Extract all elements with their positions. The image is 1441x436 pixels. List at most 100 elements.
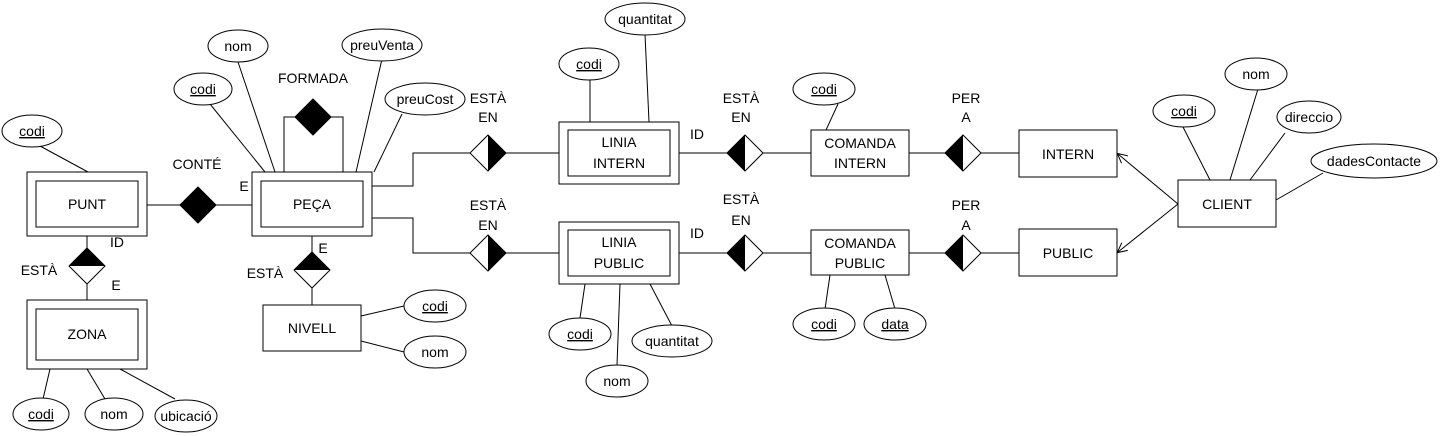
attribute-peca-preu-venta-label: preuVenta [350,37,414,53]
relationship-comanda-intern-esta-en[interactable] [726,134,764,172]
attribute-comanda-public-data-label: data [881,316,908,332]
entity-linia-intern-label-line1: LINIA [601,134,637,150]
relationship-intern-esta-en[interactable] [469,134,507,172]
relationship-punt-zona-esta[interactable] [68,247,106,285]
attribute-client-dades-contacte[interactable]: dadesContacte [1310,143,1438,179]
relationship-public-esta-en-label-2: EN [478,217,497,233]
attribute-client-nom[interactable]: nom [1224,57,1288,91]
entity-intern[interactable]: INTERN [1018,129,1118,178]
attribute-peca-codi-label: codi [190,81,216,97]
connector-lines [39,33,1324,400]
entity-zona[interactable]: ZONA [26,299,148,370]
attribute-zona-nom[interactable]: nom [84,397,144,431]
attribute-comanda-public-codi[interactable]: codi [792,307,856,341]
relationship-intern-esta-en-label-1: ESTÀ [470,90,507,106]
entity-comanda-public-label-line1: COMANDA [824,235,896,251]
relationship-per-a-public-label-1: PER [952,197,981,213]
attribute-client-dades-contacte-label: dadesContacte [1327,153,1421,169]
relationship-per-a-intern-label-1: PER [952,90,981,106]
attribute-zona-nom-label: nom [100,406,127,422]
attribute-linia-intern-codi-label: codi [576,56,602,72]
entity-linia-intern[interactable]: LINIA INTERN [558,121,680,185]
entity-nivell[interactable]: NIVELL [262,304,362,352]
relationship-formada-label: FORMADA [278,70,349,86]
attribute-peca-codi[interactable]: codi [173,72,233,106]
attribute-client-direccio-label: direccio [1285,109,1333,125]
attribute-nivell-codi[interactable]: codi [403,289,467,323]
entity-comanda-public[interactable]: COMANDA PUBLIC [810,229,910,276]
attribute-nivell-codi-label: codi [422,298,448,314]
relationship-formada[interactable] [294,98,332,136]
entity-public[interactable]: PUBLIC [1018,228,1118,277]
entity-public-label: PUBLIC [1043,245,1094,261]
attribute-peca-preu-cost-label: preuCost [397,91,454,107]
attribute-zona-codi[interactable]: codi [12,397,70,431]
entity-zona-label: ZONA [68,326,108,342]
entity-punt-label: PUNT [68,196,107,212]
attribute-comanda-intern-codi[interactable]: codi [792,72,856,106]
attribute-punt-codi-label: codi [19,123,45,139]
attribute-linia-public-codi-label: codi [567,326,593,342]
attribute-comanda-public-codi-label: codi [811,316,837,332]
attribute-linia-public-quantitat-label: quantitat [645,333,699,349]
relationship-comanda-intern-esta-en-label-2: EN [731,109,750,125]
attribute-comanda-public-data[interactable]: data [863,307,927,341]
relationship-per-a-intern[interactable] [944,134,982,172]
attribute-client-codi[interactable]: codi [1152,94,1216,128]
relationship-comanda-public-esta-en[interactable] [726,234,764,272]
attribute-linia-public-nom-label: nom [603,373,630,389]
relationship-per-a-public-label-2: A [961,217,971,233]
entity-comanda-public-label-line2: PUBLIC [835,255,886,271]
entity-linia-intern-label-line2: INTERN [593,155,645,171]
attribute-linia-public-quantitat[interactable]: quantitat [631,324,713,358]
attribute-punt-codi[interactable]: codi [1,114,63,148]
relationship-comanda-public-esta-en-label-2: EN [731,212,750,228]
attribute-linia-public-codi[interactable]: codi [548,317,612,351]
entity-nivell-label: NIVELL [288,320,336,336]
entity-comanda-intern-label-line2: INTERN [834,155,886,171]
relationship-conte-label: CONTÉ [173,156,222,172]
attribute-linia-intern-quantitat[interactable]: quantitat [604,2,686,36]
entity-peca-label: PEÇA [293,196,332,212]
attribute-peca-nom[interactable]: nom [207,29,269,63]
relationship-comanda-intern-esta-en-label-1: ESTÀ [723,90,760,106]
entity-peca[interactable]: PEÇA [251,171,373,237]
relationship-conte[interactable] [179,186,217,224]
entity-linia-public[interactable]: LINIA PUBLIC [558,221,680,285]
entity-punt[interactable]: PUNT [26,171,148,237]
attribute-zona-ubicacio[interactable]: ubicació [154,399,218,433]
attribute-nivell-nom-label: nom [421,344,448,360]
attribute-peca-preu-venta[interactable]: preuVenta [341,28,423,62]
relationship-comanda-public-esta-en-label-1: ESTÀ [723,191,760,207]
attribute-zona-codi-label: codi [28,406,54,422]
marker-nivell-e: E [318,240,327,256]
attribute-zona-ubicacio-label: ubicació [160,408,212,424]
attribute-linia-intern-codi[interactable]: codi [558,47,620,81]
marker-conte-e: E [239,178,248,194]
attribute-client-direccio[interactable]: direccio [1276,100,1342,134]
entity-comanda-intern[interactable]: COMANDA INTERN [810,129,910,177]
relationship-per-a-intern-label-2: A [961,109,971,125]
relationship-public-esta-en[interactable] [469,234,507,272]
attribute-comanda-intern-codi-label: codi [811,81,837,97]
attribute-peca-preu-cost[interactable]: preuCost [384,82,466,116]
marker-linia-public-id: ID [690,225,704,241]
attribute-linia-intern-quantitat-label: quantitat [618,11,672,27]
entity-client[interactable]: CLIENT [1177,179,1277,228]
marker-linia-intern-id: ID [690,126,704,142]
relationship-intern-esta-en-label-2: EN [478,109,497,125]
marker-zona-e: E [111,277,120,293]
relationship-per-a-public[interactable] [944,234,982,272]
entity-linia-public-label-line1: LINIA [601,234,637,250]
attribute-linia-public-nom[interactable]: nom [585,364,649,398]
attribute-client-nom-label: nom [1242,66,1269,82]
marker-punt-id: ID [110,234,124,250]
entity-intern-label: INTERN [1042,146,1094,162]
relationship-peca-nivell-esta[interactable] [293,251,331,289]
entity-client-label: CLIENT [1202,196,1252,212]
attribute-nivell-nom[interactable]: nom [403,335,467,369]
relationship-punt-zona-esta-label: ESTÀ [21,262,58,278]
entity-linia-public-label-line2: PUBLIC [594,255,645,271]
relationship-public-esta-en-label-1: ESTÀ [470,197,507,213]
relationship-peca-nivell-esta-label: ESTÀ [247,265,284,281]
